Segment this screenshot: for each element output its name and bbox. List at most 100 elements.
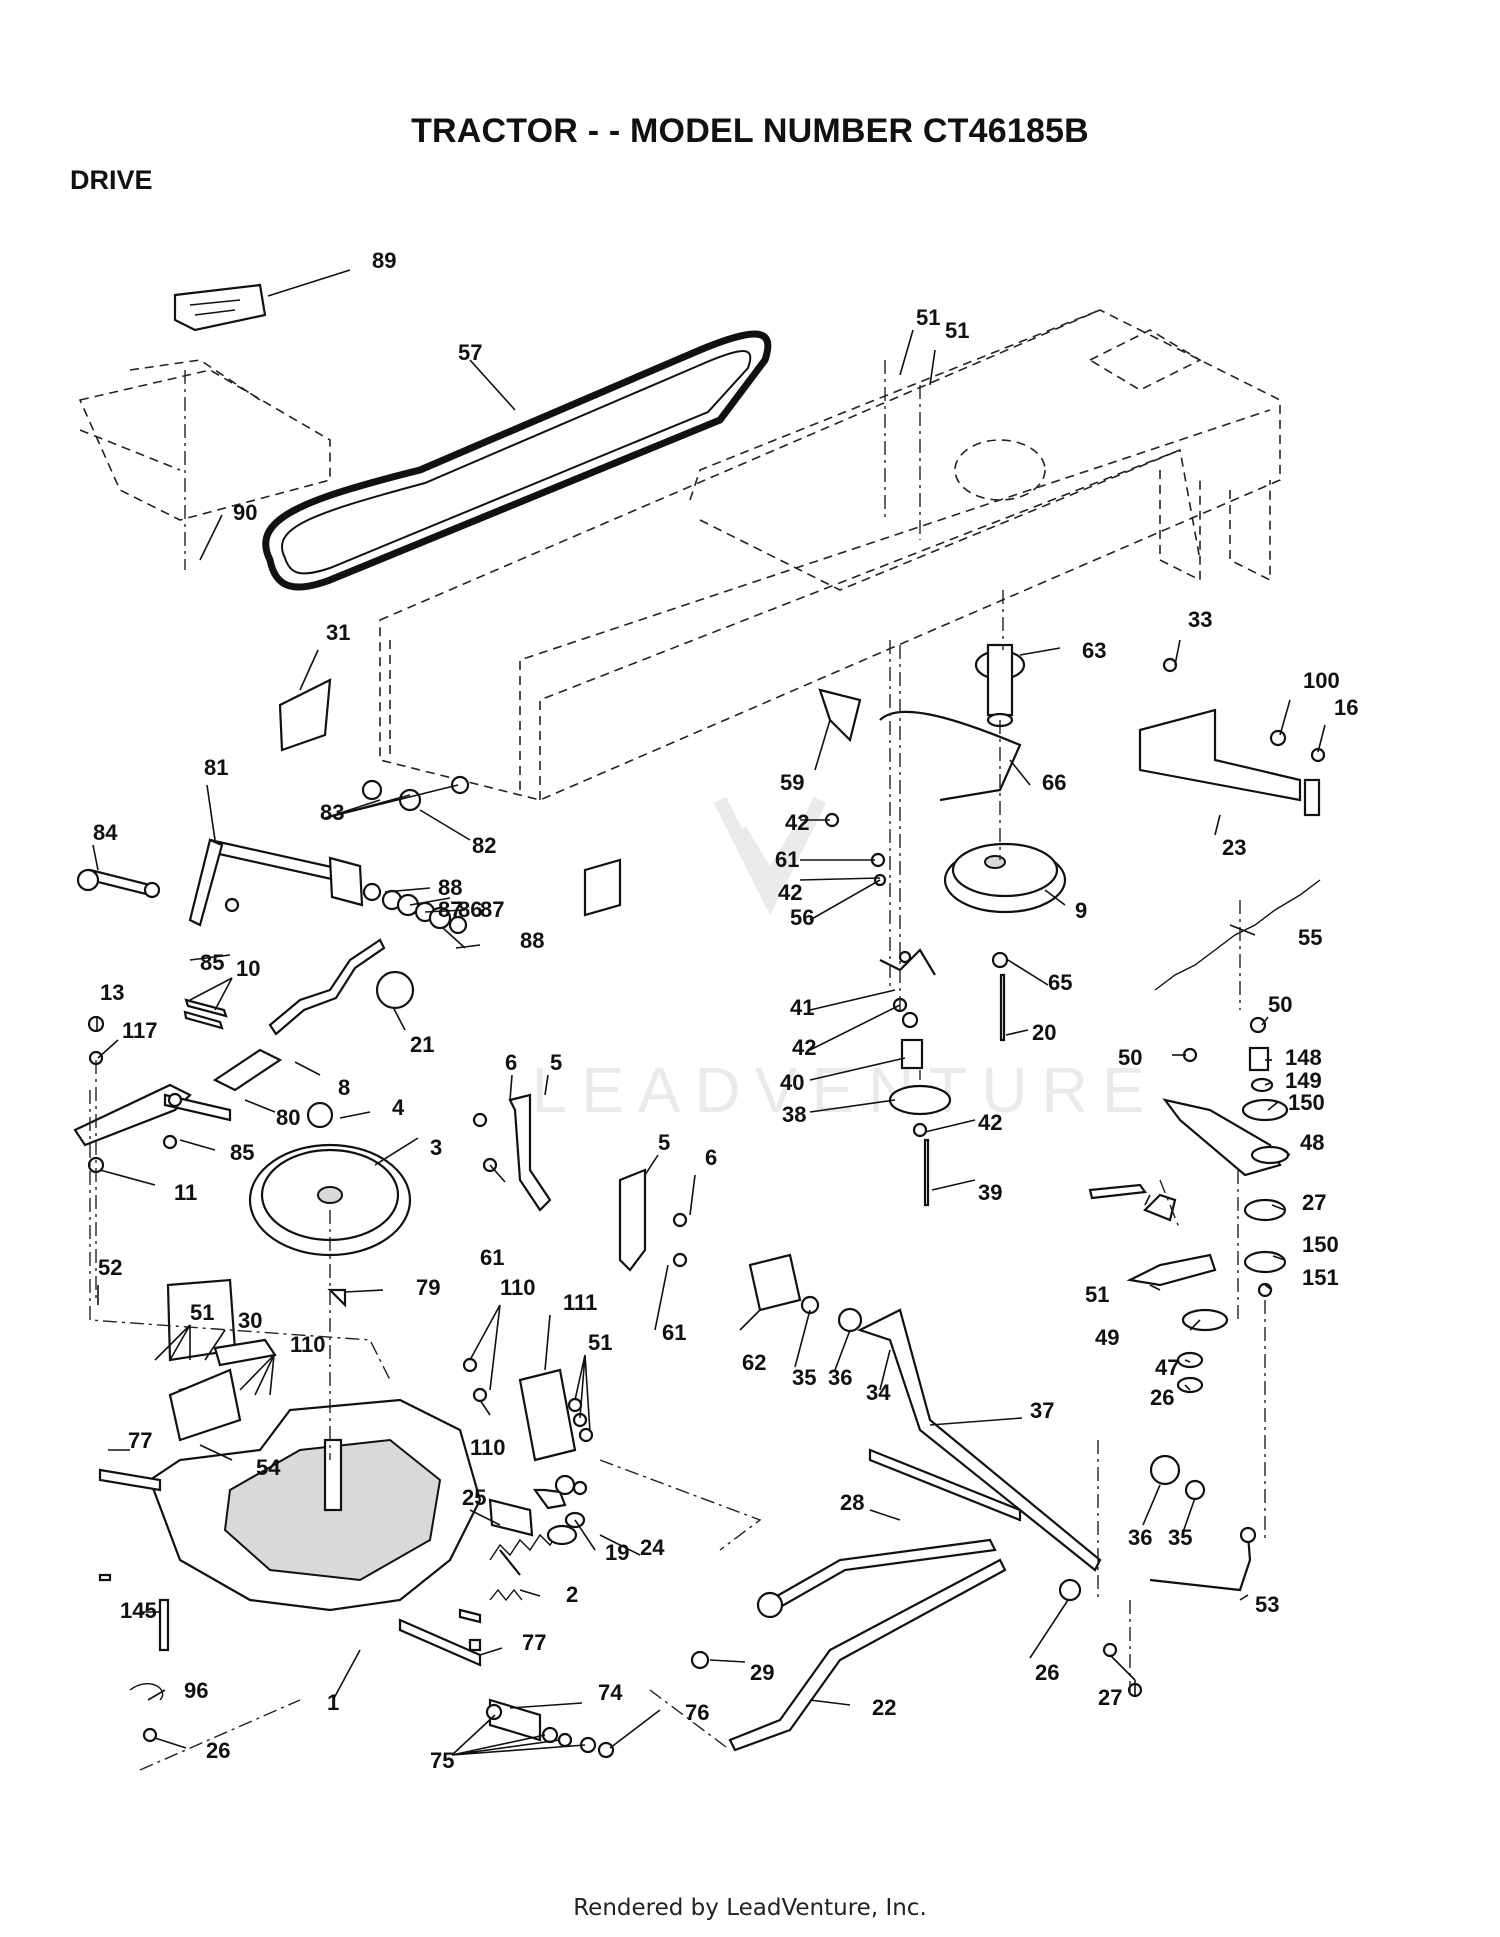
- callout-36: 36: [828, 1365, 852, 1390]
- callout-61: 61: [480, 1245, 504, 1270]
- callout-10: 10: [236, 956, 260, 981]
- page-title: TRACTOR - - MODEL NUMBER CT46185B: [411, 112, 1089, 150]
- callout-6: 6: [505, 1050, 517, 1075]
- callout-29: 29: [750, 1660, 774, 1685]
- transaxle-pulley: [248, 1101, 412, 1308]
- callout-87: 87: [480, 897, 504, 922]
- center-shaft-parts: [690, 643, 1257, 1752]
- callout-2: 2: [566, 1582, 578, 1607]
- callout-26: 26: [206, 1738, 230, 1763]
- callout-61: 61: [775, 847, 799, 872]
- svg-text:LEADVENTURE: LEADVENTURE: [532, 1054, 1159, 1126]
- watermark-logo: LEADVENTURE: [532, 796, 1159, 1126]
- callout-51: 51: [916, 305, 940, 330]
- callout-1: 1: [327, 1690, 339, 1715]
- leader-lines: [92, 269, 1326, 1756]
- callout-50: 50: [1268, 992, 1292, 1017]
- callout-77: 77: [522, 1630, 546, 1655]
- callout-11: 11: [174, 1180, 197, 1205]
- callout-25: 25: [462, 1485, 486, 1510]
- callout-62: 62: [742, 1350, 766, 1375]
- callout-86: 86: [458, 897, 482, 922]
- callout-117: 117: [122, 1018, 158, 1043]
- callout-26: 26: [1150, 1385, 1174, 1410]
- chassis-frame-outline: [78, 309, 1281, 801]
- callout-4: 4: [392, 1095, 405, 1120]
- callout-110: 110: [290, 1332, 326, 1357]
- callout-85: 85: [200, 950, 224, 975]
- callout-24: 24: [640, 1535, 665, 1560]
- callout-61: 61: [662, 1320, 686, 1345]
- callout-151: 151: [1302, 1265, 1339, 1290]
- callout-56: 56: [790, 905, 814, 930]
- callout-13: 13: [100, 980, 124, 1005]
- footer-credit: Rendered by LeadVenture, Inc.: [573, 1895, 927, 1921]
- callout-55: 55: [1298, 925, 1322, 950]
- callout-51: 51: [945, 318, 969, 343]
- callout-148: 148: [1285, 1045, 1322, 1070]
- callout-53: 53: [1255, 1592, 1279, 1617]
- callout-50: 50: [1118, 1045, 1142, 1070]
- part-89-decal: [173, 283, 267, 332]
- callout-145: 145: [120, 1598, 157, 1623]
- callout-110: 110: [500, 1275, 536, 1300]
- callout-79: 79: [416, 1275, 440, 1300]
- callout-89: 89: [372, 248, 396, 273]
- callout-19: 19: [605, 1540, 629, 1565]
- alignment-lines: [89, 360, 1266, 1771]
- callout-28: 28: [840, 1490, 864, 1515]
- callout-150: 150: [1302, 1232, 1339, 1257]
- callout-65: 65: [1048, 970, 1072, 995]
- callout-42: 42: [978, 1110, 1002, 1135]
- transaxle-assembly: [98, 1278, 615, 1759]
- callout-76: 76: [685, 1700, 709, 1725]
- callout-27: 27: [1302, 1190, 1326, 1215]
- callout-88: 88: [520, 928, 544, 953]
- callout-22: 22: [872, 1695, 896, 1720]
- callout-5: 5: [550, 1050, 562, 1075]
- callout-111: 111: [563, 1290, 597, 1315]
- callout-63: 63: [1082, 638, 1106, 663]
- callout-81: 81: [204, 755, 228, 780]
- callout-150: 150: [1288, 1090, 1325, 1115]
- callout-82: 82: [472, 833, 496, 858]
- callout-9: 9: [1075, 898, 1087, 923]
- callout-149: 149: [1285, 1068, 1322, 1093]
- callout-52: 52: [98, 1255, 122, 1280]
- part-31-shield: [278, 678, 332, 752]
- section-heading: DRIVE: [70, 165, 153, 195]
- callout-51: 51: [0, 0, 24, 5]
- callout-labels: 8957515190633310016318183828488878687888…: [0, 0, 1358, 1773]
- callout-3: 3: [430, 1135, 442, 1160]
- callout-6: 6: [705, 1145, 717, 1170]
- brackets-group: [462, 858, 688, 1462]
- callout-35: 35: [1168, 1525, 1192, 1550]
- callout-75: 75: [430, 1748, 454, 1773]
- callout-57: 57: [458, 340, 482, 365]
- callout-42: 42: [778, 880, 802, 905]
- callout-48: 48: [1300, 1130, 1324, 1155]
- callout-38: 38: [782, 1102, 806, 1127]
- callout-96: 96: [184, 1678, 208, 1703]
- callout-100: 100: [1303, 668, 1340, 693]
- callout-31: 31: [326, 620, 350, 645]
- callout-39: 39: [978, 1180, 1002, 1205]
- callout-16: 16: [1334, 695, 1358, 720]
- callout-5: 5: [658, 1130, 670, 1155]
- lift-linkage-group: [73, 775, 470, 1174]
- callout-33: 33: [1188, 607, 1212, 632]
- callout-74: 74: [598, 1680, 623, 1705]
- callout-26: 26: [1035, 1660, 1059, 1685]
- callout-85: 85: [230, 1140, 254, 1165]
- callout-34: 34: [866, 1380, 891, 1405]
- callout-51: 51: [190, 1300, 214, 1325]
- callout-30: 30: [238, 1308, 262, 1333]
- callout-77: 77: [128, 1428, 152, 1453]
- callout-37: 37: [1030, 1398, 1054, 1423]
- callout-42: 42: [792, 1035, 816, 1060]
- right-bracket-parts: [1088, 657, 1326, 1394]
- callout-23: 23: [1222, 835, 1246, 860]
- callout-40: 40: [780, 1070, 804, 1095]
